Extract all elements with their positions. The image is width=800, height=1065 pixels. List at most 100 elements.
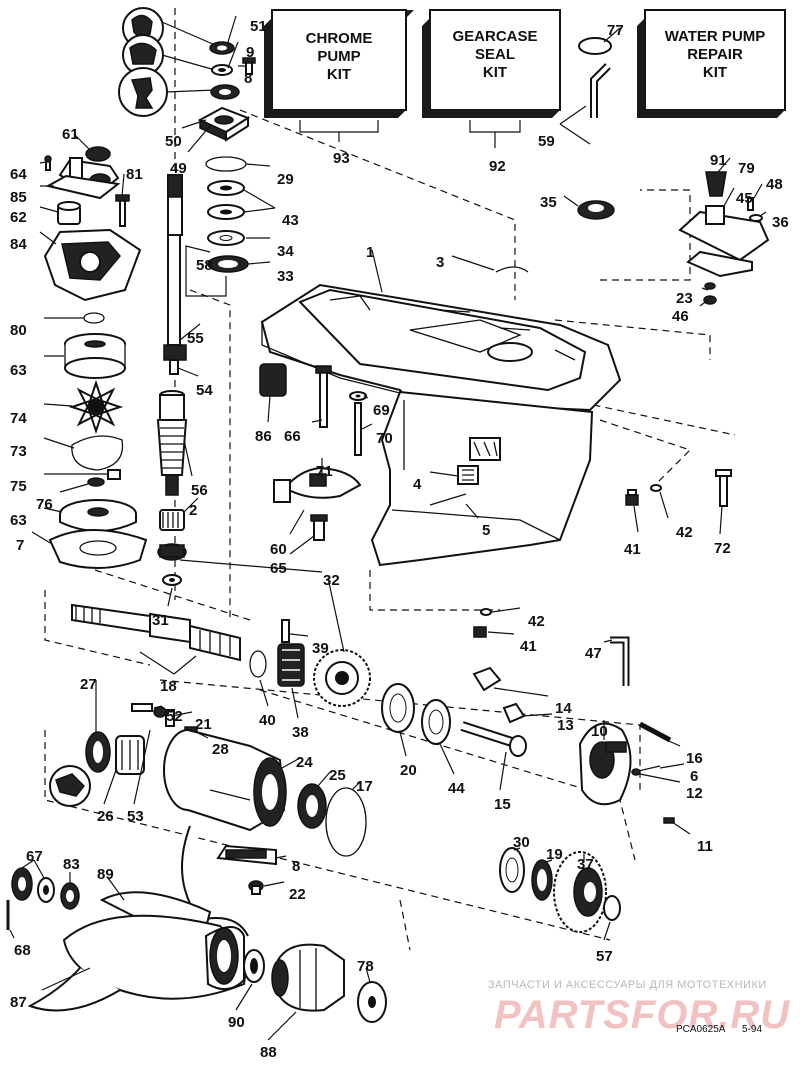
part-20-washer xyxy=(381,683,415,733)
callout-4: 4 xyxy=(413,476,422,493)
callout-32: 32 xyxy=(323,572,340,589)
callout-29: 29 xyxy=(277,171,294,188)
part-83-spacer xyxy=(60,882,80,910)
callout-20: 20 xyxy=(400,762,417,779)
part-81-bolt xyxy=(115,194,130,227)
callout-58: 58 xyxy=(196,257,213,274)
callout-13: 13 xyxy=(557,717,574,734)
callout-63: 63 xyxy=(10,362,27,379)
callout-25: 25 xyxy=(329,767,346,784)
part-77-cap xyxy=(578,37,612,55)
callout-55: 55 xyxy=(187,330,204,347)
callout-92: 92 xyxy=(489,158,506,175)
callout-86: 86 xyxy=(255,428,272,445)
callout-41: 41 xyxy=(624,541,641,558)
watermark-tagline: ЗАПЧАСТИ И АКСЕССУАРЫ ДЛЯ МОТОТЕХНИКИ xyxy=(488,979,767,991)
callout-52: 52 xyxy=(166,708,183,725)
part-46-nut xyxy=(703,282,717,305)
part-60-65-bolt xyxy=(310,514,328,541)
part-90-spacer xyxy=(243,949,265,983)
part-6-12-screw xyxy=(631,765,661,776)
callout-78: 78 xyxy=(357,958,374,975)
callout-54: 54 xyxy=(196,382,213,399)
part-42-41-plugs-lower xyxy=(473,608,492,638)
part-3-clip xyxy=(495,266,529,273)
callout-74: 74 xyxy=(10,410,27,427)
kit-brackets xyxy=(299,120,521,148)
callout-18: 18 xyxy=(160,678,177,695)
kit-gearcase-seal-line-2: SEAL xyxy=(475,46,515,63)
callout-63: 63 xyxy=(10,512,27,529)
part-34-washer xyxy=(207,230,245,246)
kit-chrome-pump-line-3: KIT xyxy=(327,66,351,83)
part-55-54-pin xyxy=(169,359,179,375)
callout-56: 56 xyxy=(191,482,208,499)
callout-81: 81 xyxy=(126,166,143,183)
callout-42: 42 xyxy=(676,524,693,541)
tool-insert-circle xyxy=(49,765,91,807)
callout-89: 89 xyxy=(97,866,114,883)
kit-chrome-pump-line-2: PUMP xyxy=(317,48,360,65)
part-2-bearing xyxy=(159,509,185,531)
callout-35: 35 xyxy=(540,194,557,211)
callout-47: 47 xyxy=(585,645,602,662)
callout-9: 9 xyxy=(246,44,254,61)
part-66-bolt xyxy=(315,365,332,428)
part-50-seal xyxy=(210,84,240,100)
part-88-thrust-hub xyxy=(271,943,345,1012)
kit-water-pump-line-2: REPAIR xyxy=(687,46,743,63)
callout-64: 64 xyxy=(10,166,27,183)
part-70-bolt xyxy=(354,402,362,456)
callout-44: 44 xyxy=(448,780,465,797)
callout-37: 37 xyxy=(577,856,594,873)
part-36-washer xyxy=(749,214,763,222)
callout-27: 27 xyxy=(80,676,97,693)
part-10-bearing-carrier xyxy=(578,722,632,806)
insert-circles xyxy=(118,7,216,117)
part-18-propshaft xyxy=(71,603,241,662)
callout-87: 87 xyxy=(10,994,27,1011)
callout-1: 1 xyxy=(366,244,374,261)
part-32-pinion xyxy=(157,543,187,561)
part-79-grommet xyxy=(705,171,727,197)
watermark-logo: PARTSFOR.RU xyxy=(494,993,790,1037)
callout-6: 6 xyxy=(690,768,698,785)
reference-code: PCA0625A 5-94 xyxy=(676,1024,762,1035)
callout-24: 24 xyxy=(296,754,313,771)
part-4-anode xyxy=(457,465,479,485)
part-48-screw xyxy=(747,197,754,211)
callout-39: 39 xyxy=(312,640,329,657)
kit-chrome-pump-line-1: CHROME xyxy=(306,30,373,47)
callout-75: 75 xyxy=(10,478,27,495)
callout-36: 36 xyxy=(772,214,789,231)
callout-19: 19 xyxy=(546,846,563,863)
part-11-pin xyxy=(663,817,675,824)
callout-42: 42 xyxy=(528,613,545,630)
part-44-washer xyxy=(421,699,451,745)
callout-80: 80 xyxy=(10,322,27,339)
callout-61: 61 xyxy=(62,126,79,143)
callout-70: 70 xyxy=(376,430,393,447)
part-47-shift-rod xyxy=(610,636,630,686)
callout-71: 71 xyxy=(316,463,333,480)
callout-8: 8 xyxy=(244,70,252,87)
part-80-oring xyxy=(83,312,105,324)
watermark: ЗАПЧАСТИ И АКСЕССУАРЫ ДЛЯ МОТОТЕХНИКИ PA… xyxy=(488,979,790,1037)
callout-59: 59 xyxy=(538,133,555,150)
part-23-plate xyxy=(686,250,753,278)
callout-73: 73 xyxy=(10,443,27,460)
part-78-washer xyxy=(357,981,387,1023)
part-51-washer xyxy=(209,41,235,55)
callout-69: 69 xyxy=(373,402,390,419)
callout-72: 72 xyxy=(714,540,731,557)
callout-88: 88 xyxy=(260,1044,277,1061)
callout-23: 23 xyxy=(676,290,693,307)
callout-10: 10 xyxy=(591,723,608,740)
part-8-bolt xyxy=(242,57,256,75)
kit-box-water-pump-repair: WATER PUMP REPAIR KIT xyxy=(637,9,786,118)
part-39-pin xyxy=(281,619,290,643)
callout-16: 16 xyxy=(686,750,703,767)
part-75-key xyxy=(107,469,121,480)
